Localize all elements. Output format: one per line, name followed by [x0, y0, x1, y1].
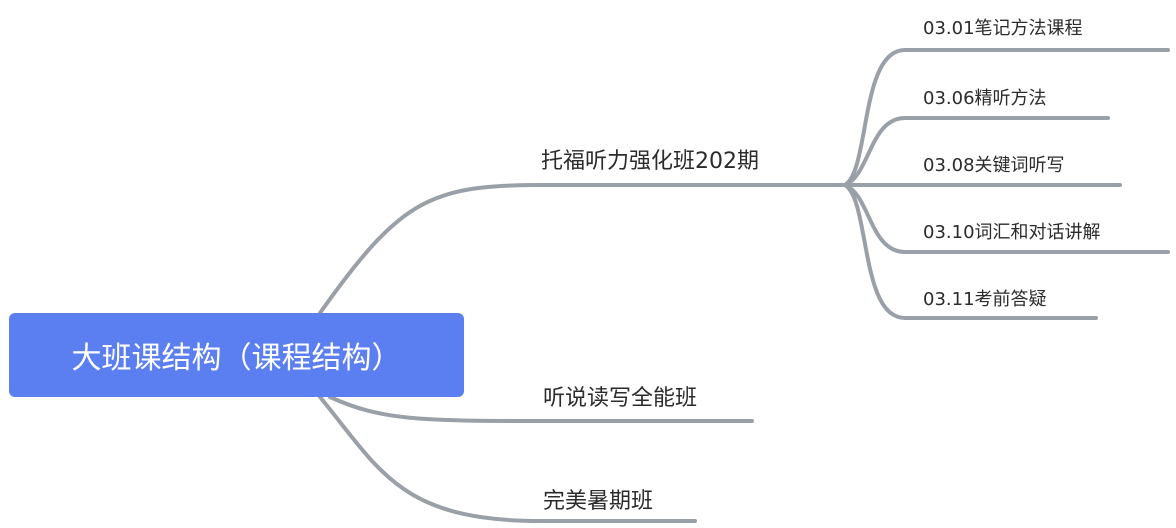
connector-to-leaf-2	[843, 116, 1110, 187]
leaf-node-2[interactable]: 03.06精听方法	[923, 88, 1047, 109]
leaf-node-3[interactable]: 03.08关键词听写	[923, 155, 1065, 176]
leaf-node-1[interactable]: 03.01笔记方法课程	[923, 18, 1083, 39]
connector-to-leaf-5	[843, 183, 1098, 320]
leaf-node-5[interactable]: 03.11考前答疑	[923, 289, 1047, 310]
branch-node-1[interactable]: 托福听力强化班202期	[541, 149, 759, 174]
connector-to-leaf-4	[843, 183, 1170, 254]
branch-node-2[interactable]: 听说读写全能班	[543, 386, 698, 411]
leaf-node-4[interactable]: 03.10词汇和对话讲解	[923, 222, 1101, 243]
connector-to-leaf-1	[843, 48, 1170, 187]
branch-node-3[interactable]: 完美暑期班	[543, 489, 654, 514]
root-node[interactable]: 大班课结构（课程结构）	[9, 313, 464, 397]
connector-root-to-branch-1	[318, 183, 847, 315]
root-node-label: 大班课结构（课程结构）	[71, 341, 402, 376]
connector-root-to-branch-2	[328, 395, 754, 423]
connector-root-to-branch-3	[318, 395, 697, 523]
